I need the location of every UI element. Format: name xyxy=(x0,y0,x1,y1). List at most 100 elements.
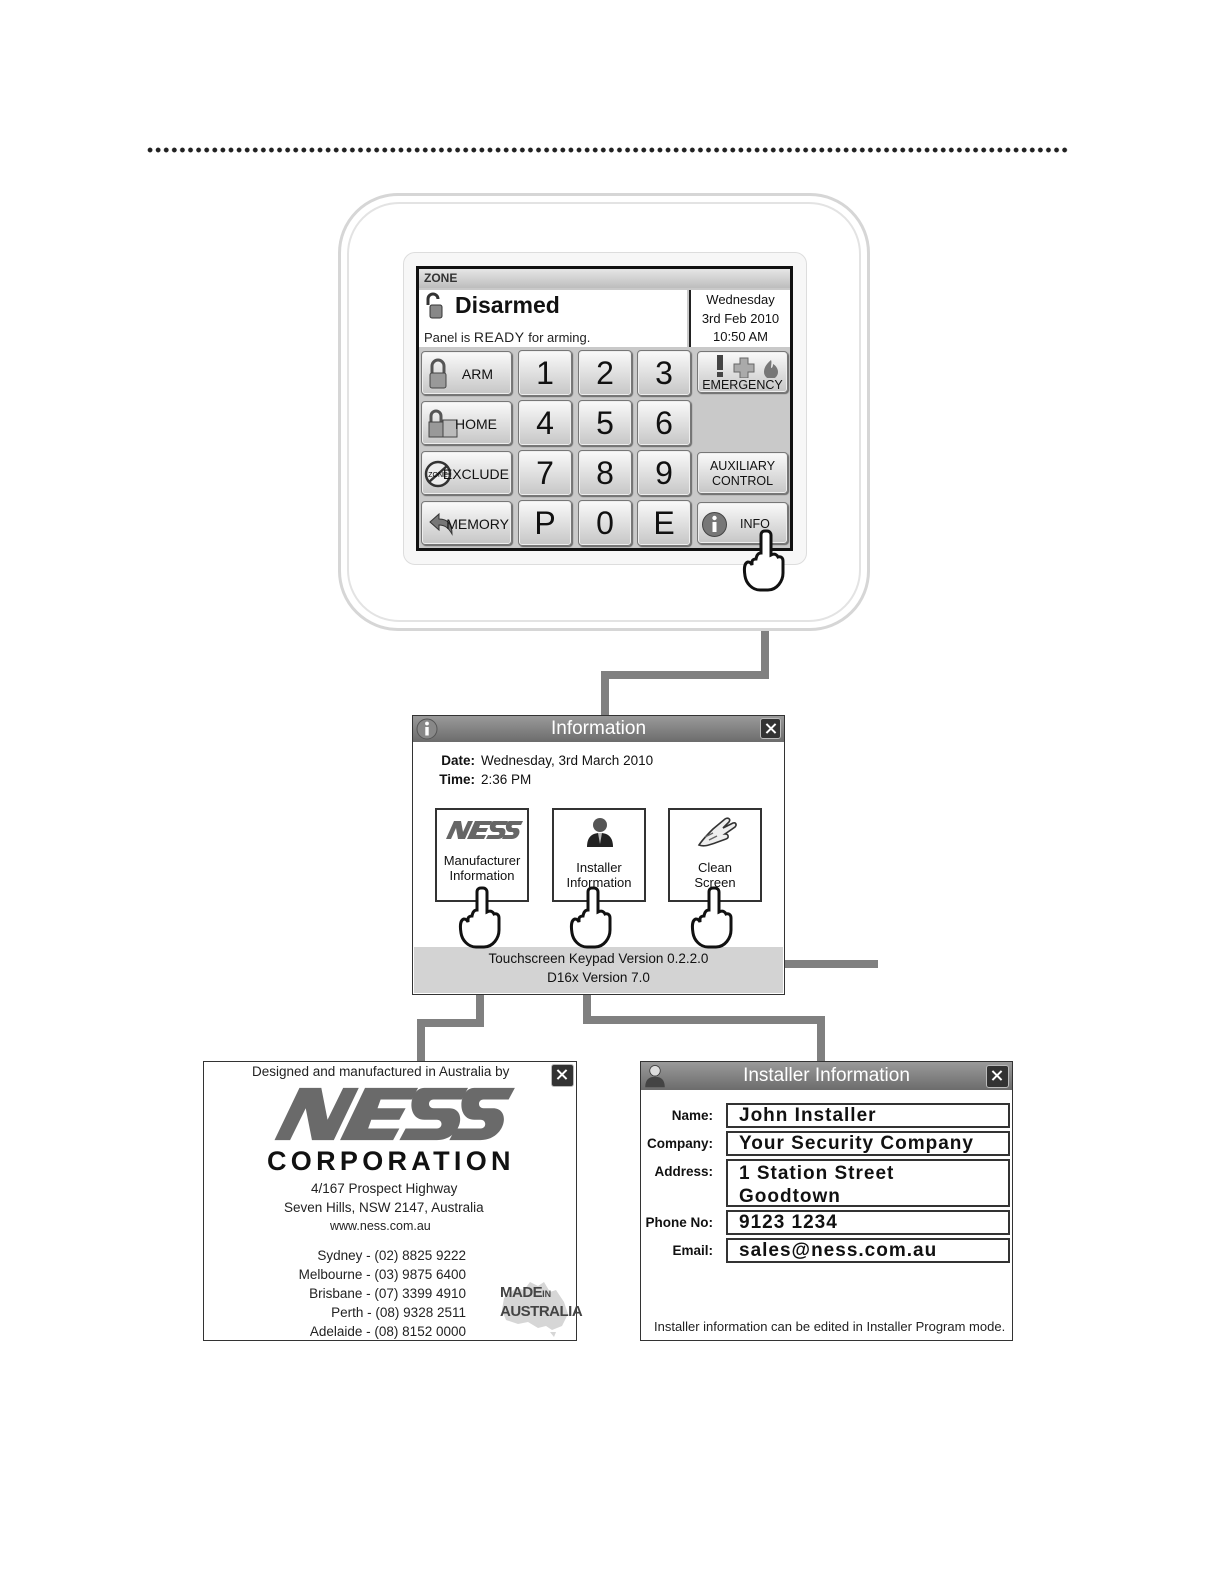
exclude-button[interactable]: ZONE EXCLUDE xyxy=(421,451,512,495)
key-e[interactable]: E xyxy=(637,500,691,546)
address-line2-value: Goodtown xyxy=(739,1186,841,1207)
badge-made: MADE xyxy=(500,1284,543,1301)
keypad-version: Touchscreen Keypad Version 0.2.2.0 xyxy=(488,951,709,966)
system-status: Disarmed xyxy=(455,292,560,318)
email-label: Email: xyxy=(672,1243,713,1258)
connector-line xyxy=(417,1019,425,1062)
arm-button[interactable]: ARM xyxy=(421,351,512,395)
svg-text:ZONE: ZONE xyxy=(428,472,448,479)
info-icon xyxy=(702,512,727,537)
phone-label: Phone No: xyxy=(645,1215,714,1230)
connector-line xyxy=(817,1016,825,1062)
pointing-hand-icon xyxy=(742,529,785,592)
panel-msg-prefix: Panel is xyxy=(424,330,471,345)
key-9[interactable]: 9 xyxy=(637,450,691,496)
address-line2: Seven Hills, NSW 2147, Australia xyxy=(284,1200,484,1215)
installer-label-line1: Installer xyxy=(576,860,622,875)
address-line1-value: 1 Station Street xyxy=(739,1163,895,1184)
email-field: sales@ness.com.au xyxy=(726,1238,1010,1263)
key-0[interactable]: 0 xyxy=(578,500,632,546)
name-field: John Installer xyxy=(726,1103,1010,1128)
installer-close-button[interactable] xyxy=(986,1065,1009,1088)
keypad-housing-inner xyxy=(347,202,861,622)
installer-person-icon xyxy=(645,1065,665,1088)
connector-line xyxy=(601,671,609,716)
manufacturer-close-button[interactable] xyxy=(551,1064,574,1087)
date-time-display: Wednesday 3rd Feb 2010 10:50 AM xyxy=(689,290,790,347)
phone-perth: Perth - (08) 9328 2511 xyxy=(331,1305,466,1320)
info-icon xyxy=(416,718,438,740)
phone-melbourne: Melbourne - (03) 9875 6400 xyxy=(298,1267,466,1282)
emergency-icons xyxy=(717,355,778,378)
pointing-hand-icon xyxy=(458,886,501,949)
cleaning-hand-icon xyxy=(697,817,737,847)
ness-logo-icon xyxy=(446,821,523,839)
key-7[interactable]: 7 xyxy=(518,450,572,496)
key-2[interactable]: 2 xyxy=(578,350,632,396)
clean-screen-button[interactable]: Clean Screen xyxy=(668,808,762,902)
clean-label-line2: Screen xyxy=(694,875,736,890)
auxiliary-control-button[interactable]: AUXILIARY CONTROL xyxy=(697,452,788,494)
made-in-australia-badge: MADEIN AUSTRALIA xyxy=(500,1284,583,1320)
padlock-icon xyxy=(429,358,447,389)
corporation-text: CORPORATION xyxy=(267,1146,515,1176)
panel-msg-suffix: for arming. xyxy=(528,330,591,345)
key-3[interactable]: 3 xyxy=(637,350,691,396)
information-close-button[interactable] xyxy=(760,718,781,739)
zone-exclude-icon: ZONE xyxy=(424,460,452,488)
time-label: Time: xyxy=(439,772,475,787)
installer-titlebar: Installer Information xyxy=(641,1062,1012,1090)
date-row: Date: Wednesday, 3rd March 2010 xyxy=(431,753,653,768)
home-button[interactable]: HOME xyxy=(421,401,512,445)
dotted-separator xyxy=(146,147,1068,153)
installer-title: Installer Information xyxy=(743,1065,910,1086)
panel-status-message: Panel is READY for arming. xyxy=(424,329,590,345)
manufacturer-label-line2: Information xyxy=(449,868,515,883)
key-6[interactable]: 6 xyxy=(637,400,691,446)
information-titlebar: Information xyxy=(413,716,784,742)
arm-label: ARM xyxy=(461,366,493,382)
name-label: Name: xyxy=(671,1108,713,1123)
date-date: 3rd Feb 2010 xyxy=(701,310,780,326)
date-value: Wednesday, 3rd March 2010 xyxy=(481,753,654,768)
memory-label: MEMORY xyxy=(446,516,509,532)
installer-person-icon xyxy=(587,818,613,847)
company-label: Company: xyxy=(646,1136,713,1151)
aux-label-line2: CONTROL xyxy=(711,474,774,488)
emergency-button[interactable]: EMERGENCY xyxy=(697,351,788,393)
key-5[interactable]: 5 xyxy=(578,400,632,446)
memory-button[interactable]: MEMORY xyxy=(421,501,512,545)
time-row: Time:2:36 PM xyxy=(431,772,531,787)
company-field: Your Security Company xyxy=(726,1131,1010,1156)
key-p[interactable]: P xyxy=(518,500,572,546)
key-1[interactable]: 1 xyxy=(518,350,572,396)
zone-bar: ZONE xyxy=(419,269,790,288)
phone-adelaide: Adelaide - (08) 8152 0000 xyxy=(309,1324,466,1339)
address-label: Address: xyxy=(654,1164,713,1179)
information-title: Information xyxy=(550,718,647,739)
date-label: Date: xyxy=(441,753,475,768)
website-text: www.ness.com.au xyxy=(330,1219,431,1233)
connector-line xyxy=(601,671,769,679)
manufacturer-label-line1: Manufacturer xyxy=(443,853,521,868)
status-panel xyxy=(419,290,687,347)
address-line1: 4/167 Prospect Highway xyxy=(311,1181,458,1196)
key-4[interactable]: 4 xyxy=(518,400,572,446)
pointing-hand-icon xyxy=(569,886,612,949)
info-button[interactable]: INFO xyxy=(697,502,788,544)
key-8[interactable]: 8 xyxy=(578,450,632,496)
information-window: Information Date: Wednesday, 3rd March 20… xyxy=(412,715,785,995)
aux-label-line1: AUXILIARY xyxy=(709,459,776,473)
address-field: 1 Station Street Goodtown xyxy=(726,1159,1010,1207)
connector-line xyxy=(703,960,878,968)
installer-information-button[interactable]: Installer Information xyxy=(552,808,646,902)
phone-field: 9123 1234 xyxy=(726,1210,1010,1235)
badge-in: IN xyxy=(542,1289,552,1299)
pointing-hand-icon xyxy=(690,886,733,949)
australia-map-icon xyxy=(502,1282,568,1337)
phone-brisbane: Brisbane - (07) 3399 4910 xyxy=(309,1286,466,1301)
connector-line xyxy=(761,585,769,679)
panel-version: D16x Version 7.0 xyxy=(547,970,650,985)
installer-note: Installer information can be edited in I… xyxy=(654,1319,1006,1334)
connector-line xyxy=(583,1016,825,1024)
